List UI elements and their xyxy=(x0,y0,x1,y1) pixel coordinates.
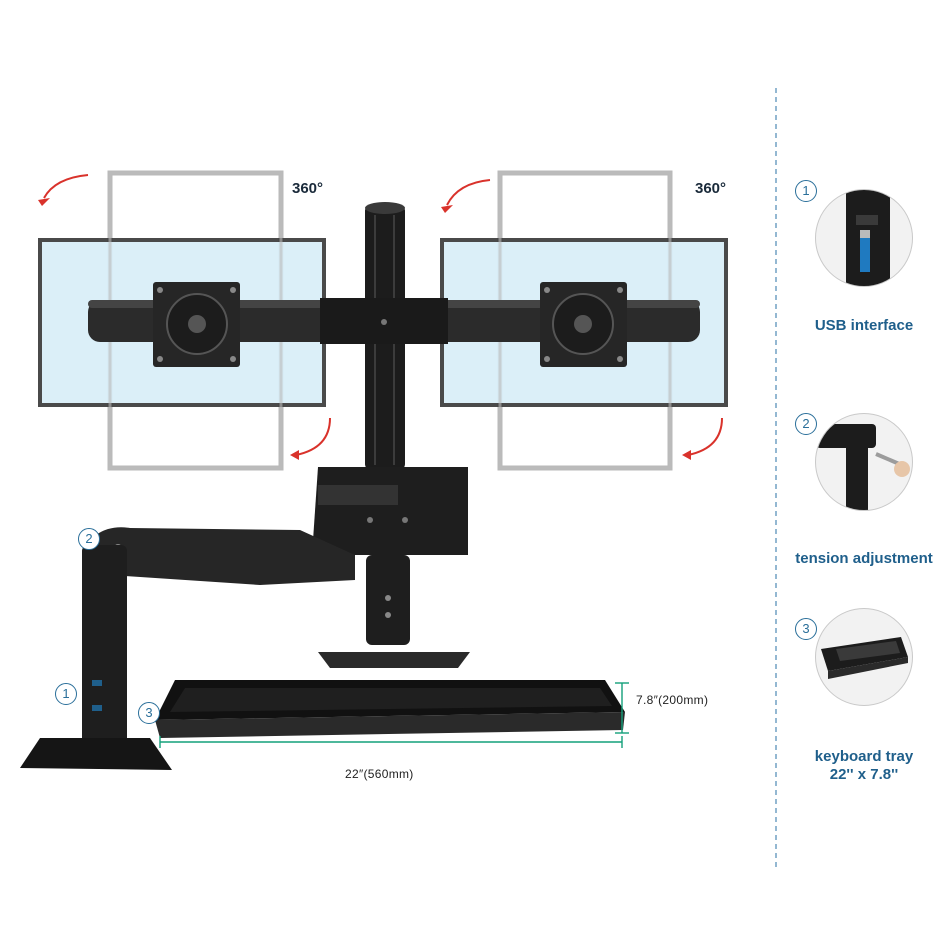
base-post xyxy=(82,545,127,745)
feature-tension-label: tension adjustment xyxy=(795,550,933,567)
support-arm xyxy=(96,527,355,585)
depth-dimension-line xyxy=(615,682,629,734)
usb-closeup-image xyxy=(815,189,913,287)
right-rotation-label: 360° xyxy=(695,180,727,197)
feature-tray-label-line2: 22'' x 7.8'' xyxy=(829,766,899,783)
feature-2-number: 2 xyxy=(795,413,817,435)
work-surface-tray xyxy=(312,467,468,555)
rotation-arrow-icon xyxy=(43,174,723,456)
feature-1-number: 1 xyxy=(795,180,817,202)
callout-usb: 1 xyxy=(55,683,77,705)
callout-tension: 2 xyxy=(78,528,100,550)
right-vesa-plate xyxy=(540,282,627,367)
keyboard-tray-closeup-image xyxy=(815,608,913,706)
feature-3-number: 3 xyxy=(795,618,817,640)
feature-tray-label-line1: keyboard tray xyxy=(814,748,914,765)
feature-tray-label: keyboard tray 22'' x 7.8'' xyxy=(783,748,945,784)
tension-closeup-image xyxy=(815,413,913,511)
depth-dimension-label: 7.8″(200mm) xyxy=(636,693,709,707)
desk-clamp-base xyxy=(20,738,172,770)
callout-tray: 3 xyxy=(138,702,160,724)
width-dimension-label: 22″(560mm) xyxy=(345,767,414,781)
width-dimension-line xyxy=(159,736,623,748)
feature-usb-label: USB interface xyxy=(814,317,914,334)
left-vesa-plate xyxy=(153,282,240,367)
left-rotation-label: 360° xyxy=(292,180,324,197)
